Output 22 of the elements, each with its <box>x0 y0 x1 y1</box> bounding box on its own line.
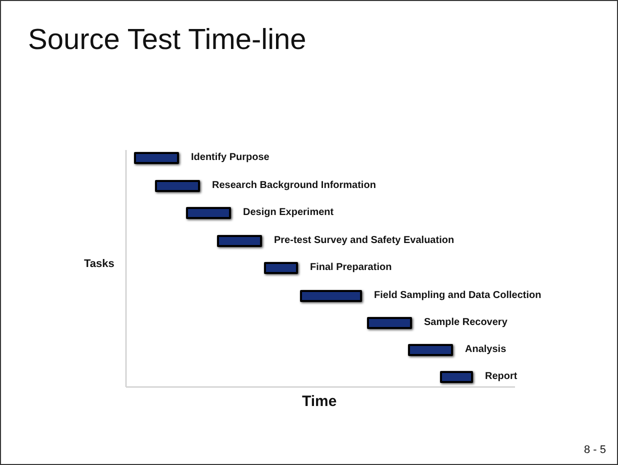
task-label: Field Sampling and Data Collection <box>374 291 542 301</box>
task-bar <box>186 207 231 219</box>
task-label: Identify Purpose <box>191 153 270 163</box>
slide-title: Source Test Time-line <box>28 23 306 58</box>
task-bar <box>155 180 200 192</box>
task-label: Sample Recovery <box>424 318 508 328</box>
task-bar <box>134 152 179 164</box>
task-label: Design Experiment <box>243 208 334 218</box>
task-bar <box>440 371 473 383</box>
task-bar <box>300 290 362 302</box>
task-label: Research Background Information <box>212 181 376 191</box>
task-bar <box>367 317 412 329</box>
task-label: Pre-test Survey and Safety Evaluation <box>274 236 454 246</box>
task-bar <box>217 235 262 247</box>
task-label: Final Preparation <box>310 263 392 273</box>
axis-title: Time <box>302 394 337 409</box>
page-number: 8 - 5 <box>584 445 606 456</box>
axis-title: Tasks <box>84 259 114 270</box>
task-label: Report <box>485 372 518 382</box>
task-bar <box>264 262 298 274</box>
task-label: Analysis <box>465 345 506 355</box>
task-bar <box>408 344 453 356</box>
